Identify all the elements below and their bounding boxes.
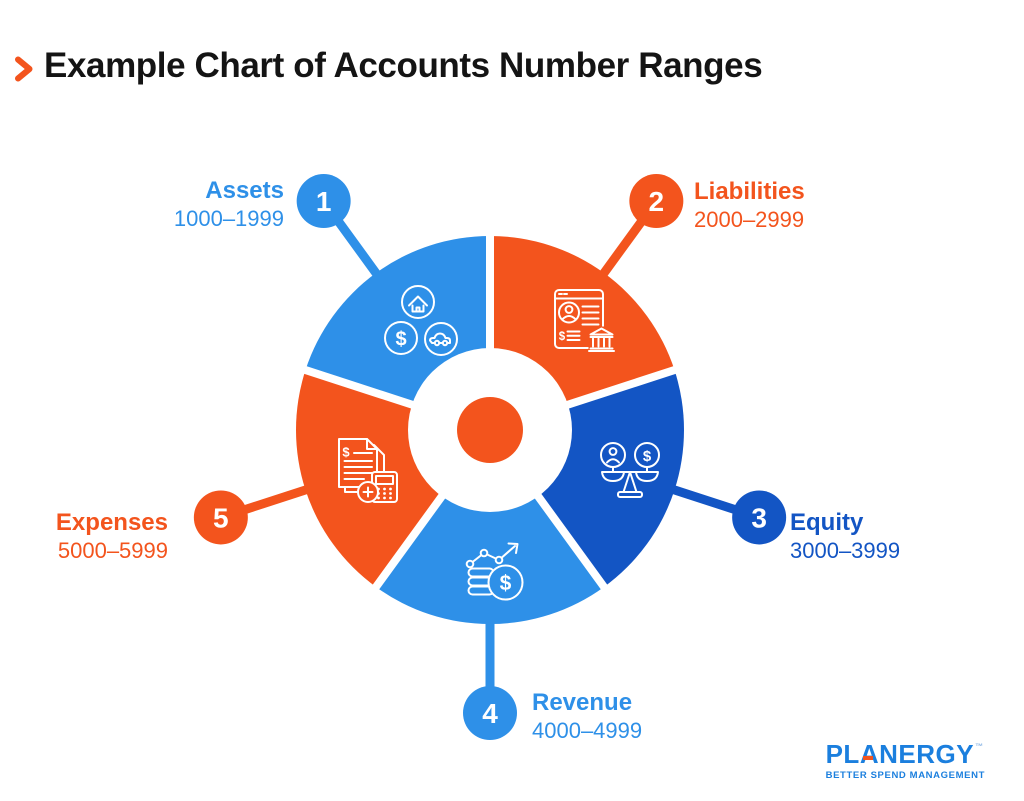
invoice-bank-icon: $ [554, 289, 615, 353]
label-assets: Assets 1000–1999 [174, 177, 284, 232]
segment-name: Revenue [532, 689, 633, 716]
invoice-calculator-icon: $ [338, 438, 398, 503]
segment-range: 5000–5999 [57, 537, 168, 563]
marker-number-1: 1 [316, 186, 332, 217]
svg-text:$: $ [559, 331, 566, 343]
label-equity: Equity 3000–3999 [790, 509, 900, 564]
svg-text:$: $ [342, 445, 350, 460]
marker-number-4: 4 [482, 698, 498, 729]
donut-chart: 1 2 3 4 5 [193, 174, 787, 740]
segment-range: 2000–2999 [694, 206, 805, 232]
marker-circle-5 [193, 490, 248, 545]
segment-range: 1000–1999 [173, 205, 284, 231]
balance-scale-icon: $ [600, 442, 660, 498]
label-liabilities: Liabilities 2000–2999 [694, 178, 805, 233]
house-dollar-car-icon: $ [384, 285, 458, 356]
logo-tagline: BETTER SPEND MANAGEMENT [825, 770, 985, 781]
svg-text:$: $ [643, 448, 652, 465]
marker-circle-4 [463, 686, 517, 740]
label-revenue: Revenue 4000–4999 [532, 689, 642, 744]
segment-name: Expenses [55, 509, 168, 536]
logo-trademark: ™ [975, 742, 984, 751]
marker-circle-1 [296, 174, 351, 229]
segment-separator [555, 363, 684, 413]
marker-circle-3 [732, 490, 787, 545]
segment-name: Assets [205, 177, 284, 204]
coins-growth-arrow-icon: $ [465, 542, 524, 601]
segment-name: Liabilities [694, 178, 805, 205]
svg-text:$: $ [500, 572, 512, 595]
segment-range: 4000–4999 [532, 717, 643, 743]
center-dot [457, 397, 523, 463]
page-title: Example Chart of Accounts Number Ranges [44, 46, 763, 85]
marker-circle-2 [629, 174, 684, 229]
segment-separator [368, 484, 453, 596]
page-header: Example Chart of Accounts Number Ranges [14, 46, 763, 87]
logo-wordmark: PLANERGY [825, 739, 975, 769]
marker-number-5: 5 [213, 502, 229, 533]
segment-range: 3000–3999 [790, 537, 901, 563]
segment-name: Equity [790, 509, 864, 536]
svg-text:$: $ [395, 329, 406, 351]
segment-revenue [375, 430, 605, 624]
label-expenses: Expenses 5000–5999 [56, 509, 168, 564]
marker-number-2: 2 [649, 186, 665, 217]
segment-separator [296, 363, 425, 413]
planergy-logo: PLANERGY™ BETTER SPEND MANAGEMENT [826, 741, 985, 781]
logo-a-accent [862, 756, 873, 760]
segment-separator [527, 484, 612, 596]
chevron-right-icon [14, 56, 34, 87]
marker-number-3: 3 [751, 502, 767, 533]
